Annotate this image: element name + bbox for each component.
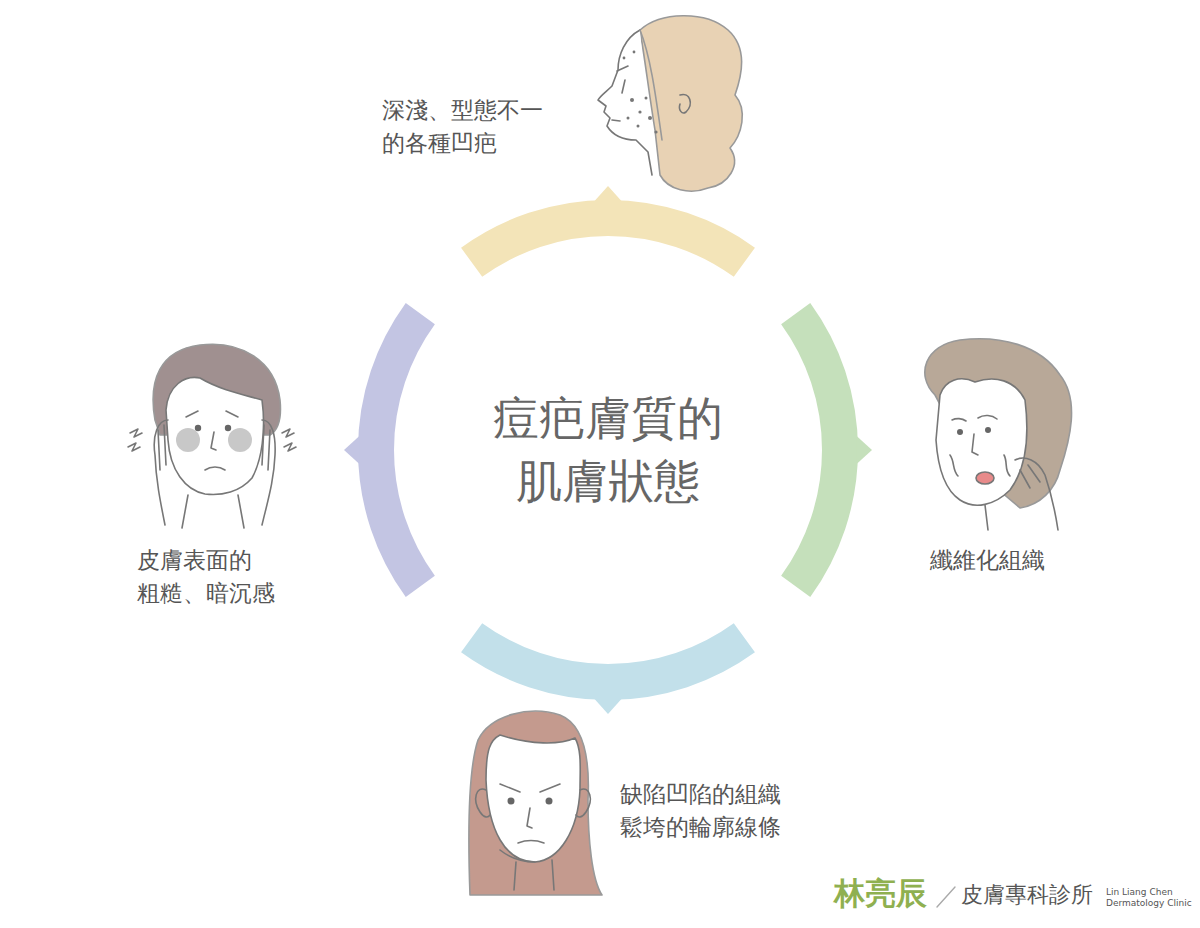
- scar-label-box: 深淺、型態不一 的各種凹疤: [382, 94, 550, 161]
- ring-arc: [376, 314, 420, 587]
- sagging-label: 缺陷凹陷的組織 鬆垮的輪廓線條: [620, 781, 781, 840]
- fibrosis-label: 纖維化組織: [930, 547, 1045, 573]
- clinic-name-box: 皮膚專科診所: [961, 882, 1115, 908]
- ring-pointer: [594, 699, 622, 714]
- ring-pointer: [594, 186, 622, 201]
- fibrosis-face-figure: [925, 339, 1072, 530]
- sagging-label-box: 缺陷凹陷的組織 鬆垮的輪廓線條: [620, 778, 795, 845]
- fibrosis-label-box: 纖維化組織: [930, 544, 1068, 577]
- ring-arc: [472, 218, 745, 262]
- clinic-english: Lin Liang Chen Dermatology Clinic: [1106, 887, 1192, 908]
- dull-skin-label-box: 皮膚表面的 粗糙、暗沉感: [137, 544, 287, 611]
- sagging-face-figure: [469, 711, 602, 895]
- dull-skin-label: 皮膚表面的 粗糙、暗沉感: [137, 547, 275, 606]
- ring-pointer: [857, 436, 872, 464]
- center-title: 痘疤膚質的 肌膚狀態: [479, 387, 737, 514]
- scarred-face-figure: [598, 16, 742, 191]
- clinic-brand: 林亮辰: [834, 875, 927, 911]
- center-ring: 痘疤膚質的 肌膚狀態: [338, 180, 878, 720]
- dull-skin-face-figure: [128, 344, 296, 528]
- separator-slash: [937, 887, 955, 907]
- clinic-english-box: Lin Liang Chen Dermatology Clinic: [1106, 887, 1192, 910]
- scar-label: 深淺、型態不一 的各種凹疤: [382, 97, 543, 156]
- clinic-name: 皮膚專科診所: [961, 882, 1093, 907]
- ring-arc: [796, 314, 840, 587]
- ring-outline: [338, 180, 878, 720]
- ring-arc: [472, 638, 745, 682]
- clinic-brand-box: 林亮辰: [834, 876, 958, 910]
- ring-pointer: [344, 436, 359, 464]
